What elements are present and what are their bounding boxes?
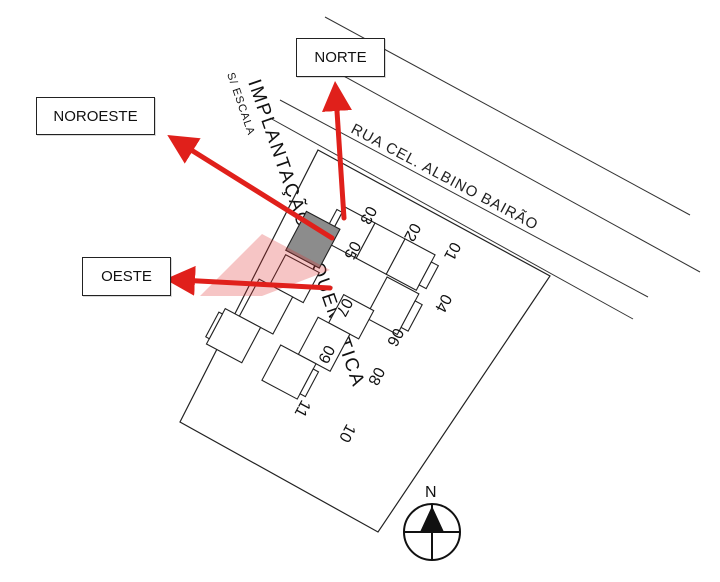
street-lines [269, 16, 701, 320]
unit-labels: 03 02 01 05 04 07 06 09 08 11 10 [291, 203, 464, 445]
arrow-noroeste [167, 135, 335, 241]
street-line [269, 117, 634, 320]
unit-label-05: 05 [340, 238, 363, 262]
street-line [299, 51, 701, 273]
north-compass-icon [403, 503, 461, 561]
unit-label-01: 01 [440, 239, 463, 263]
unit-label-06: 06 [383, 325, 406, 349]
building [205, 206, 440, 400]
label-norte: NORTE [296, 38, 385, 77]
direction-arrows [165, 81, 352, 296]
unit-label-09: 09 [314, 342, 337, 366]
unit-label-04: 04 [431, 291, 454, 315]
unit-label-07: 07 [332, 295, 355, 319]
label-oeste: OESTE [82, 257, 171, 296]
unit-label-10: 10 [335, 421, 358, 445]
label-noroeste: NOROESTE [36, 97, 155, 135]
unit-label-02: 02 [400, 220, 423, 244]
arrow-oeste [165, 265, 333, 296]
street-line [324, 16, 691, 216]
unit-label-11: 11 [291, 397, 314, 420]
street-line [279, 99, 649, 298]
unit-label-03: 03 [356, 203, 379, 227]
unit-05-box [285, 210, 341, 269]
compass-north-letter: N [425, 484, 437, 501]
arrow-norte [322, 81, 352, 221]
unit-label-08: 08 [364, 364, 387, 388]
